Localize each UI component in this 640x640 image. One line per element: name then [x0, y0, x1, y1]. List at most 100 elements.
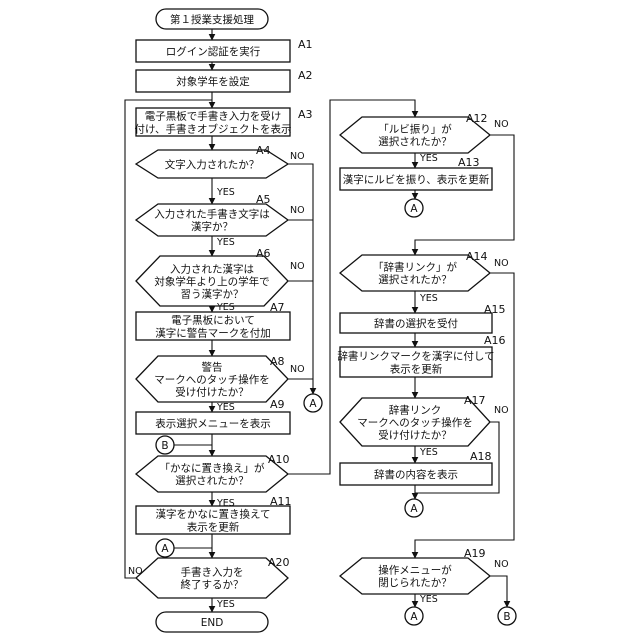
connector-letter: A — [410, 203, 418, 215]
step-id-label: A8 — [270, 355, 285, 368]
decision-step-a14: 「辞書リンク」が選択されたか？A14 — [340, 250, 490, 291]
yes-label: YES — [216, 402, 235, 413]
step-text: 表示を更新 — [390, 362, 443, 375]
connector-a-before-a20: A — [156, 539, 174, 557]
yes-label: YES — [419, 447, 438, 458]
step-text: ログイン認証を実行 — [166, 45, 261, 58]
step-text: 入力された手書き文字は — [154, 208, 270, 221]
decision-step-a20: 手書き入力を終了するか？ A20 — [136, 556, 290, 598]
yes-label: YES — [216, 187, 235, 198]
yes-label: YES — [216, 237, 235, 248]
step-text: 漢字にルビを振り、表示を更新 — [343, 173, 490, 186]
step-text: 選択されたか？ — [378, 135, 452, 148]
yes-label: YES — [216, 498, 235, 509]
decision-step-a17: 辞書リンクマークへのタッチ操作を受け付けたか？ A17 — [340, 394, 490, 446]
step-id-label: A17 — [464, 394, 486, 407]
step-text: 操作メニューが — [378, 564, 452, 577]
decision-step-a12: 「ルビ振り」が選択されたか？A12 — [340, 112, 490, 153]
step-text: 「辞書リンク」が — [373, 261, 457, 274]
start-terminal: 第１授業支援処理 — [156, 9, 268, 29]
step-text: 漢字に警告マークを付加 — [155, 326, 271, 339]
step-text: 辞書の選択を受付 — [374, 317, 458, 330]
yes-label: YES — [216, 599, 235, 610]
step-text: 習う漢字か？ — [181, 287, 244, 300]
process-step-a18: 辞書の内容を表示A18 — [340, 450, 492, 485]
step-text: 選択されたか？ — [378, 273, 452, 286]
connector-letter: A — [161, 543, 169, 555]
step-text: 辞書リンクマークを漢字に付して — [337, 349, 494, 362]
decision-step-a10: 「かなに置き換え」が選択されたか？A10 — [136, 453, 290, 492]
step-id-label: A4 — [256, 144, 271, 157]
no-label: NO — [494, 119, 509, 130]
process-step-a1: ログイン認証を実行A1 — [136, 38, 313, 62]
step-text: 電子黒板で手書き入力を受け — [145, 109, 282, 122]
process-step-a2: 対象学年を設定 A2 — [136, 69, 313, 92]
no-label: NO — [290, 364, 305, 375]
step-text: マークへのタッチ操作を — [357, 416, 473, 429]
decision-step-a6: 入力された漢字は対象学年より上の学年で習う漢字か？A6 — [136, 247, 288, 306]
step-text: 漢字をかなに置き換えて — [156, 507, 271, 520]
no-branch-a19 — [490, 576, 507, 607]
step-text: 対象学年を設定 — [176, 75, 250, 88]
step-id-label: A18 — [470, 450, 492, 463]
step-id-label: A5 — [256, 193, 271, 206]
step-id-label: A15 — [484, 303, 506, 316]
process-step-a11: 漢字をかなに置き換えて表示を更新 A11 — [136, 495, 292, 534]
no-label: NO — [290, 151, 305, 162]
step-text: 入力された漢字は — [170, 262, 254, 275]
step-text: 付け、手書きオブジェクトを表示 — [135, 122, 292, 135]
step-id-label: A13 — [458, 156, 480, 169]
step-text: 文字入力されたか？ — [165, 158, 260, 171]
step-id-label: A2 — [298, 69, 313, 82]
step-id-label: A12 — [466, 112, 488, 125]
connector-letter: A — [309, 398, 317, 410]
step-text: 手書き入力を — [181, 566, 244, 579]
step-text: 漢字か？ — [191, 220, 233, 233]
step-id-label: A9 — [270, 398, 285, 411]
yes-label: YES — [419, 293, 438, 304]
no-label: NO — [494, 258, 509, 269]
process-step-a7: 電子黒板において漢字に警告マークを付加 A7 — [136, 301, 290, 340]
yes-label: YES — [419, 594, 438, 605]
step-text: 表示選択メニューを表示 — [155, 417, 271, 430]
yes-label: YES — [216, 302, 235, 313]
step-text: 受け付けたか？ — [378, 428, 452, 441]
step-text: END — [201, 617, 224, 629]
step-text: 表示を更新 — [187, 520, 240, 533]
step-text: 警告 — [202, 360, 223, 373]
no-label: NO — [494, 559, 509, 570]
process-step-a16: 辞書リンクマークを漢字に付して表示を更新 A16 — [337, 334, 505, 377]
step-text: 第１授業支援処理 — [170, 13, 254, 26]
end-terminal: END — [156, 612, 268, 632]
step-id-label: A6 — [256, 247, 271, 260]
process-step-a15: 辞書の選択を受付 A15 — [340, 303, 506, 333]
connector-a-after-a13: A — [405, 199, 423, 217]
connector-letter: A — [410, 503, 418, 515]
process-step-a3: 電子黒板で手書き入力を受け付け、手書きオブジェクトを表示 A3 — [135, 108, 313, 136]
no-label: NO — [290, 205, 305, 216]
step-text: 「かなに置き換え」が — [160, 462, 265, 475]
step-id-label: A10 — [268, 453, 290, 466]
step-text: 閉じられたか？ — [378, 577, 452, 589]
process-step-a9: 表示選択メニューを表示 A9 — [136, 398, 290, 434]
step-id-label: A7 — [270, 301, 285, 314]
no-label: NO — [494, 405, 509, 416]
step-id-label: A20 — [268, 556, 290, 569]
step-id-label: A16 — [484, 334, 506, 347]
yes-label: YES — [419, 153, 438, 164]
connector-b-a19-no: B — [498, 607, 516, 625]
step-text: 終了するか？ — [181, 578, 244, 591]
connector-a-after-a8: A — [304, 394, 322, 412]
no-label: NO — [128, 566, 143, 577]
step-id-label: A11 — [270, 495, 292, 508]
step-text: マークへのタッチ操作を — [154, 373, 270, 386]
step-id-label: A3 — [298, 108, 313, 121]
step-text: 受け付けたか？ — [175, 385, 249, 398]
process-step-a13: 漢字にルビを振り、表示を更新 A13 — [340, 156, 492, 190]
no-label: NO — [290, 261, 305, 272]
connector-letter: B — [161, 440, 168, 452]
connector-letter: B — [503, 611, 510, 623]
decision-step-a8: 警告マークへのタッチ操作を受け付けたか？ A8 — [136, 355, 288, 402]
step-text: 辞書リンク — [389, 403, 442, 416]
step-text: 電子黒板において — [171, 313, 255, 326]
